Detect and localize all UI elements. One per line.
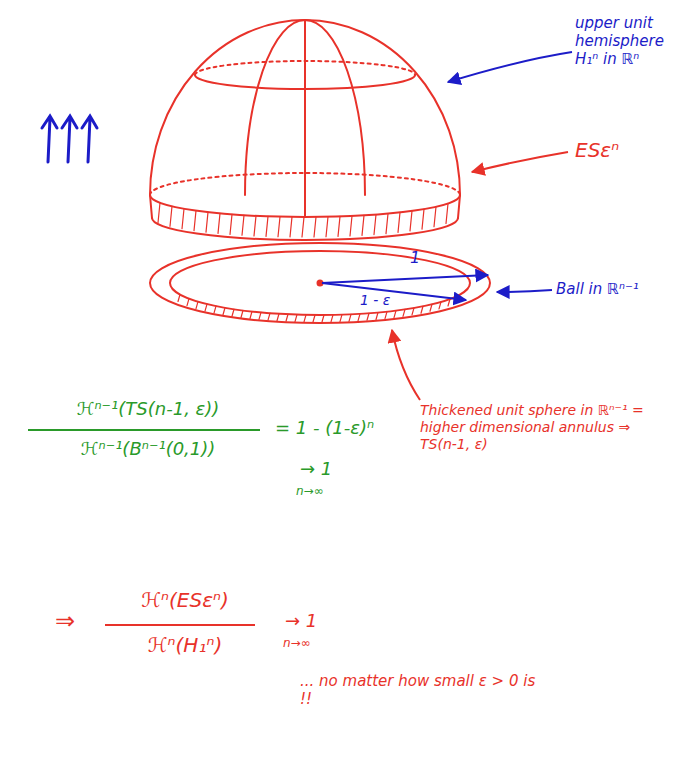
hatch-stroke bbox=[422, 209, 424, 229]
band-hatching bbox=[158, 203, 448, 237]
hatch-stroke bbox=[194, 211, 196, 231]
equation-text: = 1 - (1-ε)ⁿ bbox=[275, 417, 435, 439]
hatch-stroke bbox=[241, 310, 243, 317]
hatch-stroke bbox=[322, 315, 324, 322]
hatch-stroke bbox=[448, 299, 450, 306]
hatch-stroke bbox=[158, 203, 160, 223]
radius-label: 1 - ε bbox=[360, 292, 420, 309]
hatch-stroke bbox=[196, 302, 198, 309]
radius-arrow bbox=[322, 283, 466, 300]
hatch-stroke bbox=[326, 217, 328, 237]
hatch-stroke bbox=[290, 217, 292, 237]
hatch-stroke bbox=[214, 306, 216, 313]
hatch-stroke bbox=[304, 315, 306, 322]
hatch-stroke bbox=[286, 314, 288, 321]
callout-text: upper unit hemisphere H₁ⁿ in ℝⁿ bbox=[575, 14, 690, 68]
hatch-stroke bbox=[421, 306, 423, 313]
hatch-stroke bbox=[340, 315, 342, 322]
hatch-stroke bbox=[331, 315, 333, 322]
limit-subscript: n→∞ bbox=[283, 636, 343, 650]
hatch-stroke bbox=[205, 304, 207, 311]
limit-arrow: → 1 bbox=[300, 458, 360, 480]
hatch-stroke bbox=[223, 308, 225, 315]
fraction-bar bbox=[28, 429, 260, 431]
hatch-stroke bbox=[313, 315, 315, 322]
leader-arrow bbox=[448, 52, 572, 82]
fraction-numerator: ℋⁿ(ESεⁿ) bbox=[110, 588, 260, 612]
limit-arrow: → 1 bbox=[285, 610, 345, 632]
hatch-stroke bbox=[259, 312, 261, 319]
lift-arrows bbox=[42, 116, 97, 162]
hatch-stroke bbox=[446, 203, 448, 223]
center-dot bbox=[318, 281, 323, 286]
radius-arrow bbox=[322, 275, 488, 283]
leader-arrow bbox=[472, 152, 568, 172]
hatch-stroke bbox=[250, 312, 252, 319]
band-side bbox=[458, 195, 460, 218]
hatch-stroke bbox=[206, 212, 208, 232]
hatch-stroke bbox=[403, 309, 405, 316]
hatch-stroke bbox=[398, 212, 400, 232]
hatch-stroke bbox=[170, 206, 172, 226]
latitude bbox=[195, 75, 415, 89]
hatch-stroke bbox=[410, 211, 412, 231]
hatch-stroke bbox=[232, 309, 234, 316]
hatch-stroke bbox=[374, 215, 376, 235]
implies-symbol: ⇒ bbox=[55, 607, 95, 636]
hatch-stroke bbox=[349, 314, 351, 321]
fraction-denominator: ℋⁿ⁻¹(Bⁿ⁻¹(0,1)) bbox=[28, 438, 268, 460]
hatch-stroke bbox=[376, 313, 378, 320]
hatch-stroke bbox=[367, 313, 369, 320]
callout-text: Ball in ℝⁿ⁻¹ bbox=[556, 280, 686, 298]
band-side bbox=[150, 195, 152, 218]
hatch-stroke bbox=[277, 314, 279, 321]
leader-arrow bbox=[497, 290, 552, 292]
hatch-stroke bbox=[278, 217, 280, 237]
hatch-stroke bbox=[362, 215, 364, 235]
annulus-hatching bbox=[178, 294, 459, 322]
annulus-inner bbox=[170, 251, 470, 315]
hatch-stroke bbox=[178, 294, 180, 301]
hatch-stroke bbox=[182, 209, 184, 229]
hatch-stroke bbox=[295, 315, 297, 322]
leader-arrow bbox=[392, 330, 420, 400]
hatch-stroke bbox=[350, 216, 352, 236]
note-text: ... no matter how small ε > 0 is !! bbox=[300, 672, 550, 708]
annulus-outer bbox=[150, 243, 490, 323]
hatch-stroke bbox=[242, 215, 244, 235]
hatch-stroke bbox=[266, 216, 268, 236]
hatch-stroke bbox=[187, 299, 189, 306]
hatch-stroke bbox=[385, 312, 387, 319]
hatch-stroke bbox=[302, 217, 304, 237]
latitude-back bbox=[195, 61, 415, 75]
hatch-stroke bbox=[268, 313, 270, 320]
callout-text: Thickened unit sphere in ℝⁿ⁻¹ = higher d… bbox=[420, 402, 670, 452]
hatch-stroke bbox=[338, 216, 340, 236]
hatch-stroke bbox=[218, 213, 220, 233]
hatch-stroke bbox=[430, 304, 432, 311]
band-bottom bbox=[152, 218, 458, 240]
hatch-stroke bbox=[412, 308, 414, 315]
fraction-denominator: ℋⁿ(H₁ⁿ) bbox=[110, 633, 260, 657]
radius-label: 1 bbox=[410, 248, 440, 267]
limit-subscript: n→∞ bbox=[296, 484, 356, 498]
fraction-numerator: ℋⁿ⁻¹(TS(n-1, ε)) bbox=[28, 398, 268, 420]
hatch-stroke bbox=[358, 314, 360, 321]
band-label: ESεⁿ bbox=[575, 138, 685, 162]
meridian bbox=[304, 20, 306, 217]
hatch-stroke bbox=[394, 311, 396, 318]
hatch-stroke bbox=[314, 217, 316, 237]
hatch-stroke bbox=[386, 214, 388, 234]
hatch-stroke bbox=[439, 302, 441, 309]
rim-back bbox=[150, 173, 460, 195]
hatch-stroke bbox=[230, 214, 232, 234]
fraction-bar bbox=[105, 624, 255, 626]
hatch-stroke bbox=[254, 216, 256, 236]
rim-front bbox=[150, 195, 460, 217]
hatch-stroke bbox=[434, 207, 436, 227]
